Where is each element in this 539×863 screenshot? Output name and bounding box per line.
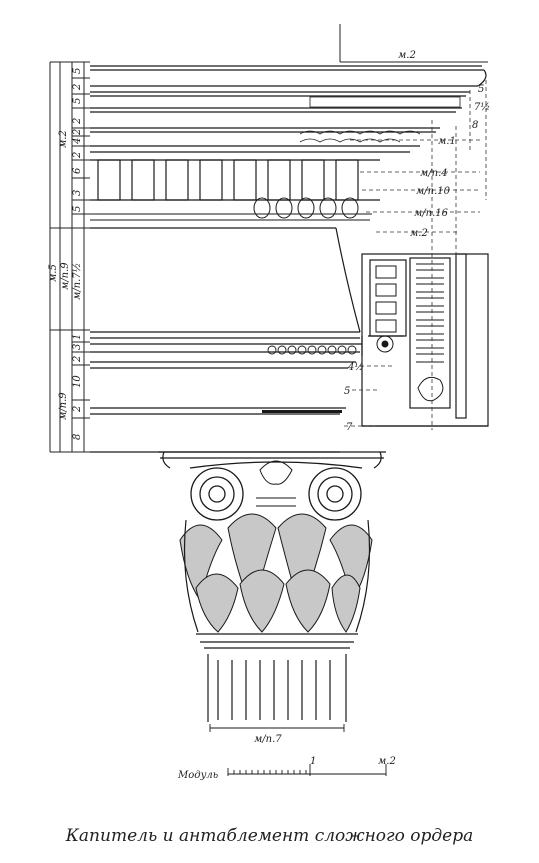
cornice-side-label: м.2 [58, 130, 69, 148]
volute-icon [189, 461, 363, 521]
row-label: 2 [72, 129, 83, 136]
row-label: 3 [72, 190, 83, 196]
frieze-label-1: м.5 [48, 264, 59, 282]
bead-reel-band [267, 345, 357, 355]
frieze-label-2: м/п.9 [60, 262, 71, 290]
acanthus-cornice-band [299, 130, 421, 143]
row-label: 5 [72, 68, 83, 74]
egg-and-dart-upper [309, 96, 461, 108]
bead-line [262, 410, 342, 413]
rosette-icon [376, 335, 394, 353]
top-dimension [339, 24, 488, 63]
right-dim-label: м/п.4 [420, 168, 448, 179]
module-scale [227, 764, 387, 776]
right-dim-label: м.1 [438, 136, 456, 147]
right-dim-label: 8 [472, 120, 478, 131]
scale-one-label: 1 [310, 756, 316, 767]
row-label: 5 [72, 98, 83, 104]
frieze [90, 227, 361, 333]
row-label: 2 [72, 152, 83, 159]
soffit-panel [361, 253, 489, 427]
soffit-acanthus [417, 376, 444, 402]
row-label: 2 [72, 356, 83, 363]
right-dimension-lines [344, 80, 487, 430]
scale-label: Модуль [177, 770, 218, 781]
row-label: 1 [72, 334, 83, 340]
acanthus-leaves [179, 513, 373, 633]
row-label: 10 [72, 375, 83, 388]
shaft-dim-label: м/п.7 [254, 734, 282, 745]
right-dim-label: 4½ [347, 362, 364, 373]
row-label: 6 [72, 167, 83, 174]
figure-caption: Капитель и антаблемент сложного ордера [65, 826, 474, 846]
shaft-dimension [209, 724, 345, 732]
capital-bell [183, 519, 371, 633]
soffit-eggs [416, 263, 444, 363]
column-shaft [196, 633, 358, 722]
right-dim-label: м/п.10 [416, 186, 451, 197]
right-dim-label: 5 [478, 84, 484, 95]
row-label: 4 [72, 138, 83, 145]
row-label: 2 [72, 406, 83, 413]
capital-abacus [158, 451, 386, 469]
row-label: 2 [72, 84, 83, 91]
right-dim-label: м/п.16 [414, 208, 449, 219]
right-dim-label: 7 [346, 422, 353, 433]
right-dim-label: м.2 [410, 228, 428, 239]
row-label: 8 [72, 434, 83, 440]
left-dimension-columns [49, 61, 90, 453]
soffit-dentils [375, 265, 397, 333]
cornice [90, 65, 487, 153]
row-label: 2 [72, 118, 83, 125]
frieze-label-3: м/п.7½ [72, 263, 83, 300]
architrave-side-label: м/п.9 [58, 392, 69, 420]
architrave [90, 337, 362, 453]
right-dim-label: 5 [344, 386, 350, 397]
row-label: 3 [72, 344, 83, 350]
scale-unit-label: м.2 [378, 756, 396, 767]
capital-center-flower [256, 460, 296, 507]
right-dim-label: 7½ [474, 102, 490, 113]
ovolo-eggs [90, 197, 372, 221]
row-label: 5 [72, 206, 83, 212]
top-dim-label: м.2 [398, 50, 416, 61]
dentil-course [90, 159, 380, 201]
